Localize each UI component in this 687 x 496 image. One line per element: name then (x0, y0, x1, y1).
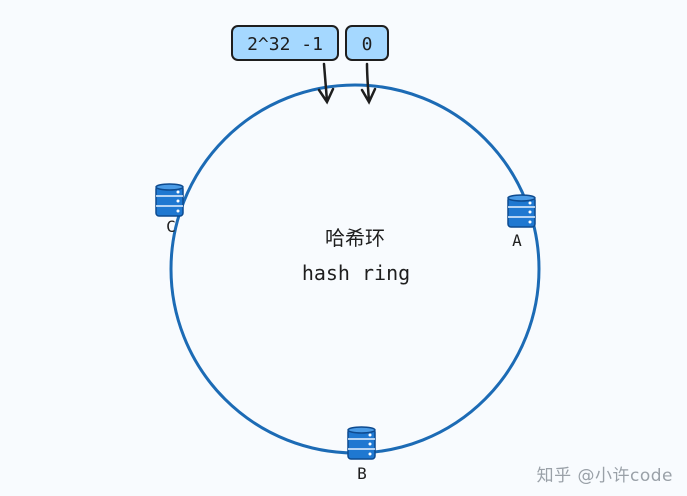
max-value-text: 2^32 -1 (247, 34, 323, 55)
zero-value-text: 0 (362, 34, 373, 55)
database-icon (507, 194, 536, 228)
node-b-label: B (357, 464, 367, 483)
node-a-label: A (512, 231, 522, 250)
arrow-down-icon (317, 62, 335, 105)
node-c-label: C (166, 217, 176, 236)
watermark-text: 知乎 @小许code (536, 466, 673, 486)
node-b: B (347, 426, 376, 483)
max-value-label: 2^32 -1 (231, 25, 339, 61)
max-value-box (231, 25, 339, 61)
database-icon (347, 426, 376, 460)
ring-title-cn: 哈希环 (325, 226, 385, 250)
node-a: A (507, 194, 536, 250)
database-icon (155, 183, 184, 217)
node-c: C (155, 183, 184, 236)
zero-value-box (345, 25, 389, 61)
arrow-down-icon (360, 62, 377, 105)
ring-title-en: hash ring (302, 261, 410, 285)
zero-value-label: 0 (345, 25, 389, 61)
